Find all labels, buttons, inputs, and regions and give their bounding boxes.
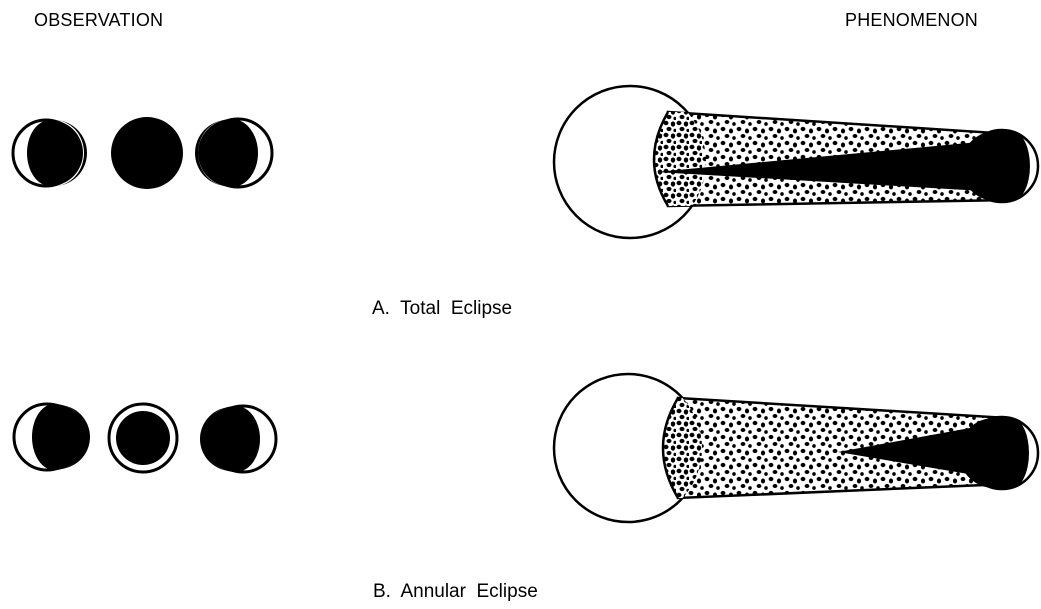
observation-row-a: [13, 117, 272, 189]
partial-eclipse-icon: [13, 120, 87, 186]
total-eclipse-disc-icon: [111, 117, 183, 189]
moon-icon: [961, 130, 1038, 202]
partial-eclipse-icon: [14, 404, 90, 470]
total-eclipse-phenomenon: [554, 86, 1038, 238]
moon-icon: [959, 417, 1038, 489]
observation-row-b: [14, 404, 276, 472]
annular-eclipse-phenomenon: [554, 374, 1038, 522]
partial-eclipse-icon: [195, 119, 272, 187]
annular-ring-icon: [109, 404, 177, 472]
caption-total-eclipse: A. Total Eclipse: [372, 298, 512, 320]
caption-annular-eclipse: B. Annular Eclipse: [373, 581, 538, 603]
partial-eclipse-icon: [200, 406, 276, 472]
